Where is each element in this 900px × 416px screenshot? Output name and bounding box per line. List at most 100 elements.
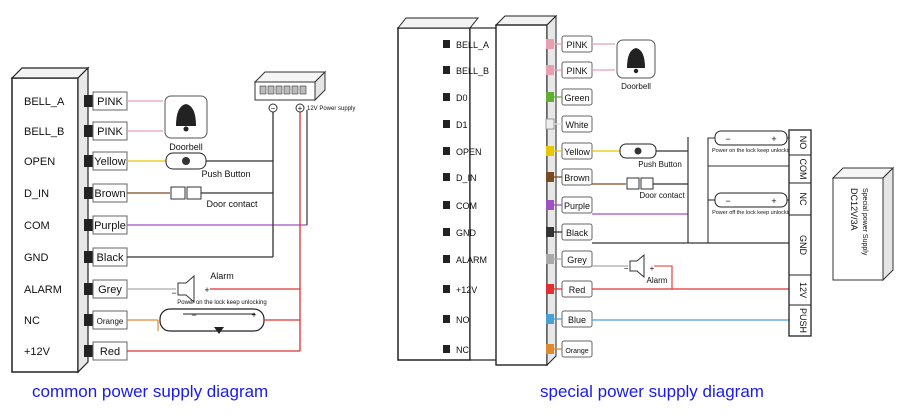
left-wire-label-0: PINK xyxy=(97,96,123,108)
right-wire-pin-11 xyxy=(546,344,554,354)
right-wire-pin-0 xyxy=(546,39,554,49)
right-relay-label-push: PUSH xyxy=(798,308,808,333)
right-terminal-notch-pin xyxy=(443,40,450,48)
right-terminal-notch xyxy=(469,27,499,361)
right-door-contact-label: Door contact xyxy=(639,191,685,200)
right-terminal-block xyxy=(397,27,471,361)
right-terminal-label-8: ALARM xyxy=(456,255,487,265)
left-terminal-pin xyxy=(84,219,93,231)
right-door-contact-b-icon xyxy=(640,177,654,190)
right-terminal-notch-pin xyxy=(443,285,450,293)
right-wire-label-11: Orange xyxy=(565,348,588,355)
left-psu-terminal xyxy=(275,85,283,95)
left-terminal-label-+12v: +12V xyxy=(24,346,51,358)
left-wire-label-8: Red xyxy=(100,346,120,358)
right-alarm-plus-wire xyxy=(654,265,673,289)
left-terminal-label-open: OPEN xyxy=(24,156,55,168)
left-terminal-pin xyxy=(84,125,93,137)
left-psu-label: 12V Power supply xyxy=(307,106,355,112)
right-wire-pin-10 xyxy=(546,314,554,324)
right-relay-label-gnd: GND xyxy=(798,235,808,256)
left-terminal-label-nc: NC xyxy=(24,315,40,327)
left-lock-note: Power on the lock keep unlocking xyxy=(177,300,266,306)
left-diode-icon xyxy=(214,327,224,334)
left-terminal-block xyxy=(11,77,79,373)
right-alarm-plus: + xyxy=(650,264,655,273)
right-terminal-label-10: NO xyxy=(456,315,470,325)
left-terminal-label-d_in: D_IN xyxy=(24,188,49,200)
left-psu-terminal xyxy=(259,85,267,95)
right-wire-pin-2 xyxy=(546,92,554,102)
right-terminal-label-5: D_IN xyxy=(456,173,477,183)
right-wire-label-6: Purple xyxy=(564,201,590,211)
right-lock-on-plus: + xyxy=(771,134,776,144)
right-lock-on-note: Power on the lock keep unlocking xyxy=(712,148,794,154)
right-terminal-notch-pin xyxy=(443,315,450,323)
right-terminal-notch-pin xyxy=(443,120,450,128)
right-wire-pin-4 xyxy=(546,146,554,156)
right-psu-side xyxy=(882,166,894,282)
left-terminal-pin xyxy=(84,314,93,326)
right-wire-pin-8 xyxy=(546,254,554,264)
right-terminal-label-1: BELL_B xyxy=(456,66,489,76)
right-alarm-minus: − xyxy=(624,264,629,273)
right-wire-pin-5 xyxy=(546,172,554,182)
left-doorbell-clapper-icon xyxy=(183,126,189,132)
left-psu-terminal xyxy=(299,85,307,95)
right-terminal-block-top xyxy=(396,17,480,29)
right-wire-label-8: Grey xyxy=(567,255,587,265)
right-terminal-label-11: NC xyxy=(456,345,469,355)
right-wire-label-7: Black xyxy=(566,228,589,238)
left-doorbell-bell-icon xyxy=(176,104,196,126)
left-terminal-pin xyxy=(84,187,93,199)
left-terminal-label-com: COM xyxy=(24,220,50,232)
right-wire-label-1: PINK xyxy=(566,66,587,76)
right-wire-label-10: Blue xyxy=(568,315,586,325)
right-alarm-icon xyxy=(629,253,645,279)
right-psu-label-1: DC12V/3A xyxy=(849,188,859,231)
right-lock-on-minus: − xyxy=(725,134,730,144)
right-doorbell-label: Doorbell xyxy=(621,82,651,91)
left-terminal-label-bell_b: BELL_B xyxy=(24,126,64,138)
right-caption: special power supply diagram xyxy=(540,382,764,401)
left-push-button-label: Push Button xyxy=(201,169,250,179)
right-wire-label-5: Brown xyxy=(564,173,590,183)
left-door-contact-a-icon xyxy=(170,186,186,200)
right-terminal-notch-pin xyxy=(443,66,450,74)
left-alarm-label: Alarm xyxy=(210,271,234,281)
right-lock-off-plus: + xyxy=(771,196,776,206)
left-terminal-pin xyxy=(84,283,93,295)
left-psu-plus-label: + xyxy=(298,104,303,113)
right-lock-off-minus: − xyxy=(725,196,730,206)
left-terminal-label-alarm: ALARM xyxy=(24,284,62,296)
right-terminal-notch-pin xyxy=(443,147,450,155)
right-terminal-label-2: D0 xyxy=(456,93,468,103)
left-terminal-block-side xyxy=(77,66,89,374)
right-relay-label-nc: NC xyxy=(798,193,808,206)
right-push-button-dot-icon xyxy=(634,147,642,155)
right-wire-label-2: Green xyxy=(564,93,589,103)
left-alarm-icon xyxy=(177,274,195,304)
left-terminal-pin xyxy=(84,345,93,357)
left-psu-terminal xyxy=(267,85,275,95)
right-connector-side xyxy=(546,14,557,367)
left-terminal-pin xyxy=(84,155,93,167)
right-wire-pin-1 xyxy=(546,65,554,75)
right-relay-label-12v: 12V xyxy=(798,282,808,298)
right-wire-label-3: White xyxy=(565,120,588,130)
right-connector-top xyxy=(494,15,558,26)
left-caption: common power supply diagram xyxy=(32,382,269,401)
left-psu-terminal xyxy=(291,85,299,95)
left-psu-side xyxy=(314,70,326,102)
right-lock-off-note: Power off the lock keep unlocking xyxy=(712,210,794,216)
left-psu-top xyxy=(253,71,327,83)
right-alarm-label: Alarm xyxy=(647,276,668,285)
left-alarm-plus: + xyxy=(204,285,209,295)
left-terminal-block-top xyxy=(10,67,90,79)
left-wire-label-3: Brown xyxy=(94,188,125,200)
left-terminal-label-gnd: GND xyxy=(24,252,49,264)
left-push-button-dot-icon xyxy=(182,157,190,165)
right-wire-pin-9 xyxy=(546,284,554,294)
left-lock-minus: − xyxy=(191,310,196,320)
right-terminal-label-7: GND xyxy=(456,228,477,238)
